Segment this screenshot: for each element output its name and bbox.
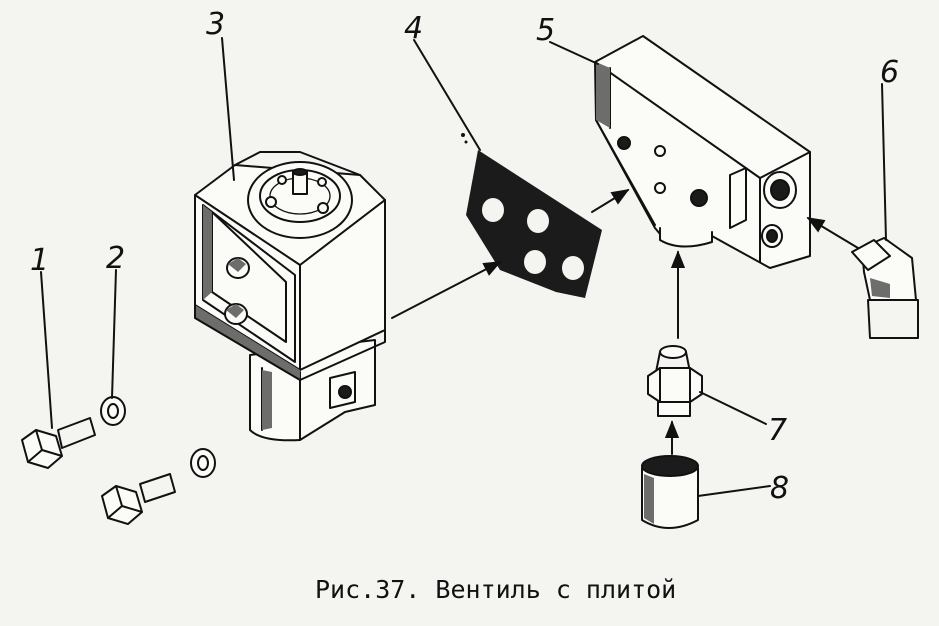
label-part-5: 5 (536, 13, 555, 48)
label-part-1: 1 (30, 243, 49, 278)
label-part-7: 7 (768, 413, 787, 448)
label-part-8: 8 (770, 471, 789, 506)
nipple (647, 345, 703, 417)
arrow-elbow-to-plate (806, 217, 859, 249)
arrow-gasket-to-plate (591, 189, 630, 213)
plate (594, 35, 811, 269)
label-part-4: 4 (404, 11, 423, 46)
label-part-2: 2 (106, 241, 125, 276)
figure-caption: Рис.37. Вентиль с плитой (315, 575, 676, 604)
arrow-valve-to-gasket (391, 261, 502, 319)
bolt-upper (21, 417, 96, 469)
label-part-3: 3 (206, 7, 225, 42)
washer-lower (190, 448, 216, 478)
bolt-lower (101, 473, 176, 525)
leader-lines (40, 37, 887, 497)
solenoid-valve (194, 151, 386, 442)
gasket (461, 133, 602, 298)
cap-nut (641, 455, 699, 529)
label-part-6: 6 (880, 55, 899, 90)
assembly-arrows (391, 189, 859, 455)
elbow-fitting (851, 237, 919, 339)
washer-upper (100, 396, 126, 426)
